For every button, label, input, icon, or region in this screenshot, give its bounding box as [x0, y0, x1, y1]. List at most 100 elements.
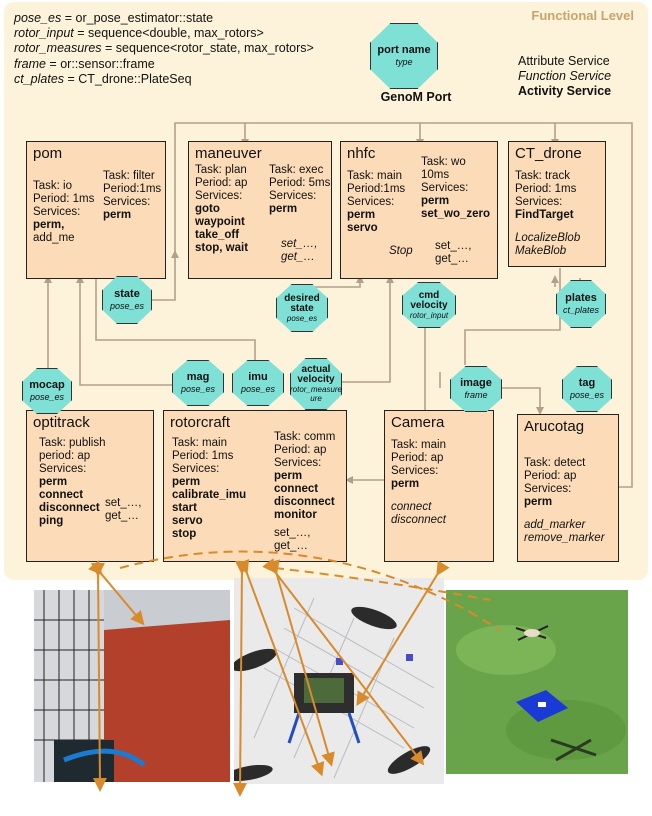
legend-function: Function Service	[518, 69, 612, 83]
dashed-link-mid	[274, 567, 491, 601]
service-activity: servo	[347, 222, 378, 234]
port-actual-velocity: actual velocity rotor_measure ure	[290, 358, 342, 410]
orange-link-lines	[88, 558, 450, 797]
services-line: Services:	[421, 182, 469, 194]
service-activity: goto	[195, 203, 220, 215]
service-attribute: set_…,	[105, 497, 142, 509]
task-line: Task: exec	[269, 164, 324, 176]
period-line: 10ms	[421, 169, 450, 181]
service-attribute: set_…,	[274, 527, 311, 539]
component-camera: Camera Task: main Period: ap Services: p…	[384, 410, 494, 562]
service-activity: perm	[269, 203, 298, 215]
task-line: Task: detect	[524, 457, 586, 469]
service-function: add_marker	[524, 519, 586, 531]
port-legend: port name type	[370, 23, 438, 89]
component-name: Camera	[391, 414, 445, 431]
service-activity: calibrate_imu	[172, 489, 247, 501]
service-attribute: get_…	[435, 253, 469, 265]
port-name: mag	[186, 371, 210, 384]
port-type: pose_es	[29, 391, 65, 402]
period-line: Period: 1ms	[515, 183, 577, 195]
drone-shadow	[550, 738, 597, 762]
period-line: Period:1ms	[347, 183, 406, 195]
port-name: imu	[248, 371, 268, 384]
arrowhead	[76, 275, 84, 283]
service-activity: set_wo_zero	[421, 208, 491, 220]
service-activity: perm	[347, 209, 376, 221]
service-activity: perm	[391, 478, 420, 490]
type-def: rotor_input = sequence<double, max_rotor…	[14, 26, 264, 41]
actual-wire	[330, 278, 391, 383]
service-activity: connect	[39, 489, 84, 501]
port-type: rotor_input	[409, 310, 449, 320]
period-line: Period: ap	[524, 470, 577, 482]
component-name: nhfc	[347, 145, 376, 162]
level-title: Functional Level	[531, 8, 634, 23]
service-activity: waypoint	[195, 216, 245, 228]
period-line: Period: 1ms	[172, 450, 234, 462]
type-def: rotor_measures = sequence<rotor_state, m…	[14, 41, 314, 56]
port-name: mocap	[29, 379, 65, 392]
services-line: Services:	[391, 465, 439, 477]
services-line: Services:	[347, 196, 395, 208]
services-line: Services:	[269, 190, 317, 202]
type-def: pose_es = or_pose_estimator::state	[14, 11, 214, 25]
service-activity: perm	[524, 496, 553, 508]
component-maneuver: maneuver Task: plan Period: ap Services:…	[188, 141, 332, 279]
task-line: Task: plan	[195, 164, 247, 176]
arrowhead	[551, 275, 559, 283]
arrowhead	[356, 275, 364, 283]
period-line: Period: 1ms	[33, 193, 95, 205]
link-rotorcraft-3	[262, 558, 425, 766]
port-name: state	[114, 288, 140, 301]
type-def: ct_plates = CT_drone::PlateSeq	[14, 71, 192, 86]
period-line: Period: 5ms	[269, 177, 331, 189]
port-name: tag	[578, 377, 596, 390]
link-rotorcraft	[233, 560, 250, 797]
arrowhead	[386, 275, 394, 283]
task-line: Task: filter	[103, 170, 155, 182]
service-activity: stop	[172, 528, 197, 540]
arrowhead	[44, 275, 52, 283]
link-camera	[356, 560, 450, 706]
task-line: Task: main	[391, 439, 446, 451]
component-name: optitrack	[33, 414, 90, 431]
dashed-link-drone	[469, 611, 501, 631]
services-line: Services:	[195, 190, 243, 202]
arrowhead	[345, 476, 353, 484]
component-name: CT_drone	[515, 145, 582, 162]
service-attribute: add_me	[33, 232, 75, 244]
service-activity: perm,	[33, 219, 65, 231]
service-activity: disconnect	[274, 496, 335, 508]
period-line: Period: ap	[195, 177, 248, 189]
period-line: Period: ap	[391, 452, 444, 464]
port-type: pose_es	[286, 313, 318, 323]
period-line: Period: ap	[274, 444, 327, 456]
service-activity: ping	[39, 515, 64, 527]
port-imu: imu pose_es	[232, 360, 284, 406]
service-function: get_…	[281, 251, 315, 263]
component-name: rotorcraft	[170, 414, 231, 431]
port-mocap: mocap pose_es	[22, 368, 72, 414]
services-line: Services:	[103, 196, 151, 208]
type-definitions: pose_es = or_pose_estimator::state rotor…	[14, 11, 314, 87]
service-activity: FindTarget	[515, 209, 574, 221]
service-function: remove_marker	[524, 532, 605, 544]
dashed-link-top	[119, 550, 471, 613]
task-line: Task: main	[347, 170, 402, 182]
port-tag: tag pose_es	[562, 366, 612, 412]
state-wire	[150, 255, 176, 301]
port-image: image frame	[450, 366, 502, 412]
component-rotorcraft: rotorcraft Task: main Period: 1ms Servic…	[163, 410, 347, 562]
arrowhead	[536, 407, 544, 415]
port-name: port name	[377, 44, 431, 57]
component-pom: pom Task: io Period: 1ms Services: perm,…	[26, 141, 166, 279]
link-rotorcraft-2	[236, 559, 325, 777]
service-function: disconnect	[391, 514, 446, 526]
service-activity: take_off	[195, 229, 240, 241]
service-activity: perm	[39, 476, 68, 488]
component-name: maneuver	[195, 145, 262, 162]
task-line: Task: comm	[274, 431, 336, 443]
task-line: Task: track	[515, 170, 570, 182]
task-line: Task: publish	[39, 437, 106, 449]
